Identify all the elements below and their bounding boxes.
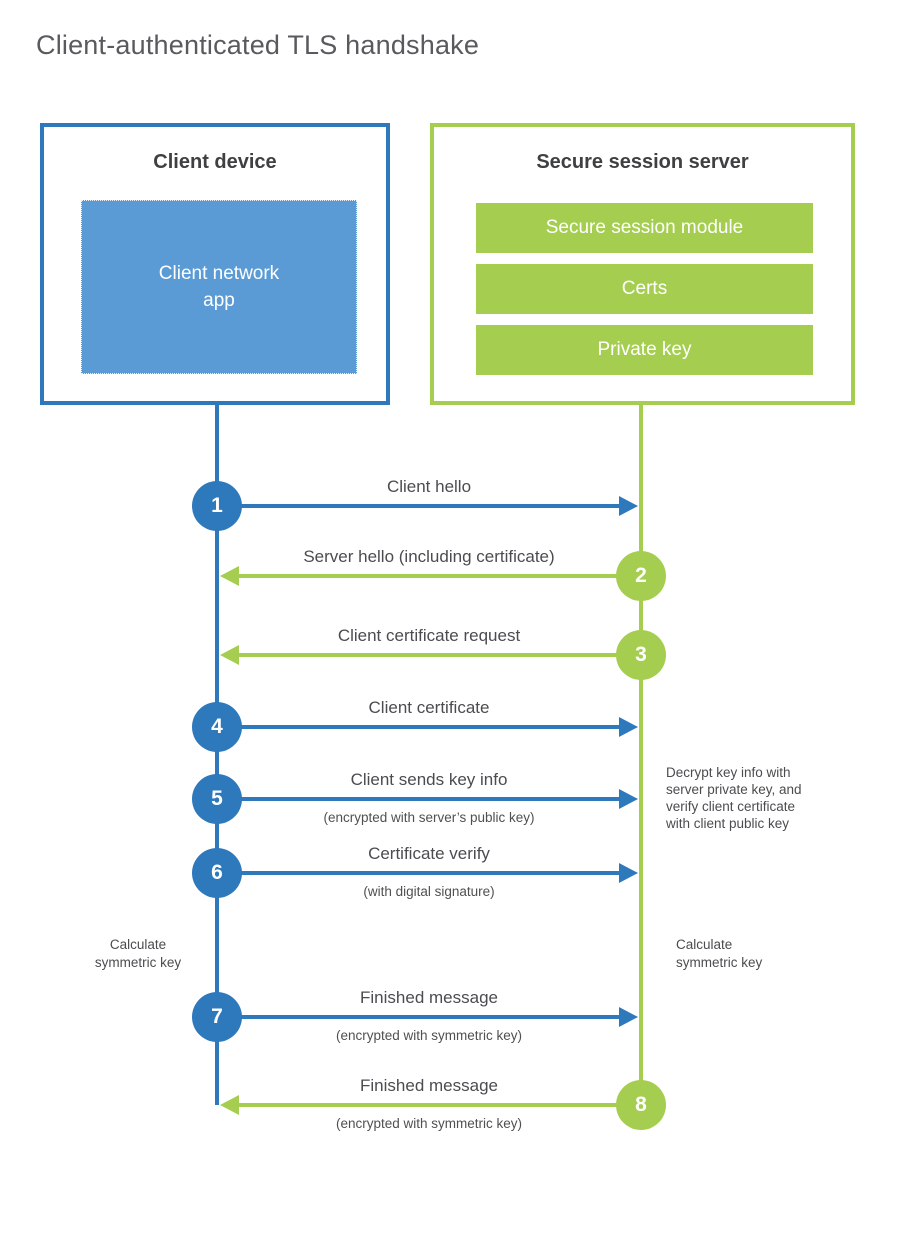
step-8-label: Finished message — [360, 1076, 498, 1095]
step-5-badge: 5 — [192, 774, 242, 824]
step-5-sublabel: (encrypted with server’s public key) — [323, 810, 535, 825]
step-5-arrow-shaft — [230, 797, 620, 801]
step-6-arrowhead-right-icon — [619, 863, 638, 883]
step-2-arrowhead-left-icon — [220, 566, 239, 586]
step-4-arrowhead-right-icon — [619, 717, 638, 737]
step-6-label: Certificate verify — [368, 844, 490, 863]
step-2-badge: 2 — [616, 551, 666, 601]
step-3-arrow-shaft — [236, 653, 620, 657]
step-1-arrowhead-right-icon — [619, 496, 638, 516]
step-3-badge: 3 — [616, 630, 666, 680]
step-8-arrowhead-left-icon — [220, 1095, 239, 1115]
client-lifeline — [215, 405, 219, 1105]
secure-session-server-title: Secure session server — [536, 151, 749, 173]
secure-session-server-box: Secure session server Secure session mod… — [430, 123, 855, 405]
step-6-sublabel: (with digital signature) — [363, 884, 495, 899]
step-7-label: Finished message — [360, 988, 498, 1007]
step-2-label: Server hello (including certificate) — [303, 547, 555, 566]
step-8-arrow-shaft — [236, 1103, 620, 1107]
server-decrypt-note: Decrypt key info with server private key… — [666, 765, 802, 831]
step-4-badge: 4 — [192, 702, 242, 752]
step-5-label: Client sends key info — [350, 770, 508, 789]
step-7-arrow-shaft — [230, 1015, 620, 1019]
step-8-badge: 8 — [616, 1080, 666, 1130]
calculate-symmetric-key-server-note: Calculate symmetric key — [676, 937, 763, 970]
page-title: Client-authenticated TLS handshake — [36, 30, 480, 60]
client-device-title: Client device — [153, 151, 277, 173]
server-module-private-key: Private key — [476, 325, 813, 375]
step-1-arrow-shaft — [230, 504, 620, 508]
step-2-arrow-shaft — [236, 574, 620, 578]
client-device-box: Client device Client network app — [40, 123, 390, 405]
server-module-certs: Certs — [476, 264, 813, 314]
step-3-arrowhead-left-icon — [220, 645, 239, 665]
step-5-arrowhead-right-icon — [619, 789, 638, 809]
step-7-arrowhead-right-icon — [619, 1007, 638, 1027]
server-lifeline — [639, 405, 643, 1107]
step-3-label: Client certificate request — [337, 626, 521, 645]
client-network-app-box: Client network app — [81, 200, 357, 374]
step-7-sublabel: (encrypted with symmetric key) — [335, 1028, 523, 1043]
step-4-arrow-shaft — [230, 725, 620, 729]
step-8-sublabel: (encrypted with symmetric key) — [335, 1116, 523, 1131]
calculate-symmetric-key-client-note: Calculate symmetric key — [94, 937, 182, 970]
step-6-badge: 6 — [192, 848, 242, 898]
step-7-badge: 7 — [192, 992, 242, 1042]
server-module-secure-session: Secure session module — [476, 203, 813, 253]
step-1-badge: 1 — [192, 481, 242, 531]
step-4-label: Client certificate — [368, 698, 490, 717]
step-1-label: Client hello — [386, 477, 472, 496]
step-6-arrow-shaft — [230, 871, 620, 875]
